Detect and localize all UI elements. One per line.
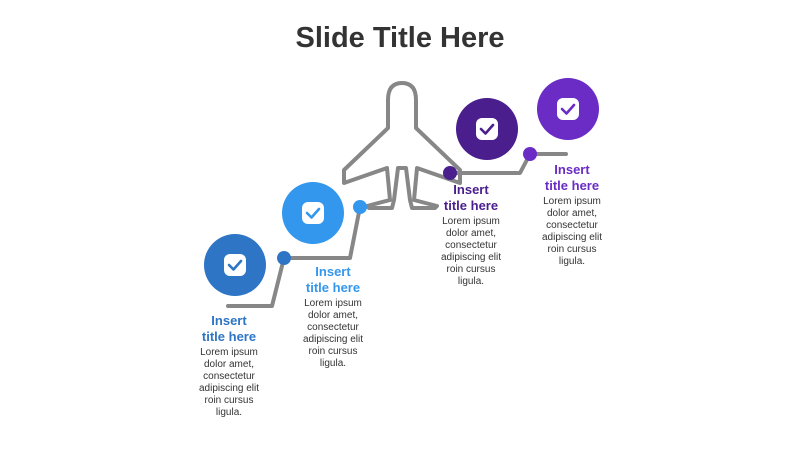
connector-dot bbox=[443, 166, 457, 180]
connector-dot bbox=[277, 251, 291, 265]
step-1-marker bbox=[204, 234, 266, 296]
check-icon bbox=[305, 207, 321, 219]
check-icon bbox=[560, 103, 576, 115]
step-title: Insert title here bbox=[305, 264, 361, 295]
step-3-text: Insert title here Lorem ipsum dolor amet… bbox=[426, 182, 516, 288]
step-3-marker bbox=[456, 98, 518, 160]
step-description: Lorem ipsum dolor amet, consectetur adip… bbox=[198, 347, 260, 418]
airplane-icon bbox=[342, 81, 462, 210]
step-description: Lorem ipsum dolor amet, consectetur adip… bbox=[541, 196, 603, 267]
step-4-marker bbox=[537, 78, 599, 140]
step-title: Insert title here bbox=[201, 313, 257, 344]
check-icon bbox=[479, 123, 495, 135]
connector-dot bbox=[353, 200, 367, 214]
slide-title: Slide Title Here bbox=[295, 22, 505, 54]
step-1-text: Insert title here Lorem ipsum dolor amet… bbox=[184, 313, 274, 419]
step-2-marker bbox=[282, 182, 344, 244]
connector-dot bbox=[523, 147, 537, 161]
step-2-text: Insert title here Lorem ipsum dolor amet… bbox=[288, 264, 378, 370]
step-title: Insert title here bbox=[544, 162, 600, 193]
connector-line bbox=[448, 152, 568, 175]
step-description: Lorem ipsum dolor amet, consectetur adip… bbox=[440, 216, 502, 287]
step-description: Lorem ipsum dolor amet, consectetur adip… bbox=[302, 298, 364, 369]
check-icon bbox=[227, 259, 243, 271]
step-title: Insert title here bbox=[443, 182, 499, 213]
step-4-text: Insert title here Lorem ipsum dolor amet… bbox=[527, 162, 617, 268]
